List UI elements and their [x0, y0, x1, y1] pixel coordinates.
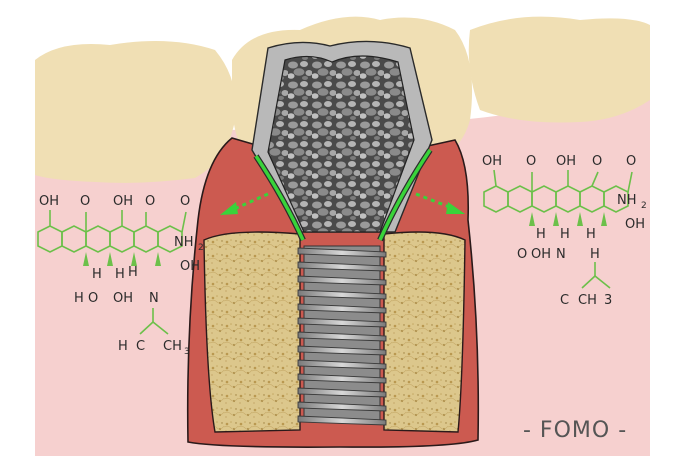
- left-mol-label: 2: [198, 243, 204, 253]
- left-release-line-glow: [254, 155, 305, 241]
- left-mol-label: OH: [113, 194, 133, 209]
- implant-thread: [297, 275, 387, 286]
- left-mol-label: H: [74, 291, 84, 306]
- bone: [203, 231, 301, 433]
- left-mol-label: O: [80, 194, 90, 209]
- implant-thread: [297, 289, 387, 300]
- implant-thread: [297, 303, 387, 314]
- right-release-arrow-icon: [415, 192, 465, 214]
- author-signature: - FOMO -: [523, 418, 628, 443]
- left-mol-label: OH: [113, 291, 133, 306]
- right-mol-label: N: [556, 247, 566, 262]
- right-mol-label: O: [592, 154, 602, 169]
- implant-thread: [297, 359, 387, 370]
- left-mol-label: O: [180, 194, 190, 209]
- implant-thread: [297, 387, 387, 398]
- right-mol-label: NH: [617, 193, 637, 208]
- right-mol-label: CH: [578, 293, 597, 308]
- right-mol-label: O: [626, 154, 636, 169]
- left-mol-label: O: [145, 194, 155, 209]
- right-mol-label: OH: [556, 154, 576, 169]
- left-mol-label: H: [115, 267, 125, 282]
- left-mol-label: 3: [184, 347, 190, 357]
- right-mol-label: 3: [604, 293, 612, 308]
- right-mol-label: O: [526, 154, 536, 169]
- implant-thread: [297, 317, 387, 328]
- left-mol-label: OH: [39, 194, 59, 209]
- right-mol-label: 2: [641, 201, 647, 211]
- implant-thread: [297, 415, 387, 426]
- left-mol-label: H: [128, 265, 138, 280]
- left-mol-label: C: [136, 339, 145, 354]
- right-tetracycline-molecule: OH O OH O O NH 2 OH H H H O OH N H C CH …: [482, 154, 647, 308]
- left-mol-label: CH: [163, 339, 182, 354]
- right-mol-label: H: [590, 247, 600, 262]
- implant-thread: [297, 401, 387, 412]
- left-tetracycline-molecule: OH O OH O O NH 2 OH H H H H O OH N H C C…: [37, 194, 204, 357]
- right-release-line-glow: [378, 149, 432, 241]
- right-mol-label: H: [586, 227, 596, 242]
- implant-thread: [297, 373, 387, 384]
- implant-thread-icon: [297, 245, 387, 426]
- right-mol-label: OH: [625, 217, 645, 232]
- left-mol-label: H: [118, 339, 128, 354]
- right-mol-label: H: [560, 227, 570, 242]
- implant-thread: [297, 331, 387, 342]
- left-mol-label: OH: [180, 259, 200, 274]
- implant-thread: [297, 247, 387, 258]
- left-mol-label: NH: [174, 235, 194, 250]
- left-mol-label: H: [92, 267, 102, 282]
- right-mol-label: OH: [482, 154, 502, 169]
- right-tooth: [468, 16, 650, 123]
- left-release-arrow-icon: [220, 192, 269, 215]
- implant-thread: [297, 261, 387, 272]
- right-mol-label: OH: [531, 247, 551, 262]
- right-mol-label: C: [560, 293, 569, 308]
- left-mol-label: N: [149, 291, 159, 306]
- graft-surface: [267, 55, 415, 233]
- left-mol-label: O: [88, 291, 98, 306]
- left-tooth: [35, 41, 236, 183]
- bone-right: [383, 231, 466, 433]
- right-mol-label: H: [536, 227, 546, 242]
- implant-thread: [297, 345, 387, 356]
- right-mol-label: O: [517, 247, 527, 262]
